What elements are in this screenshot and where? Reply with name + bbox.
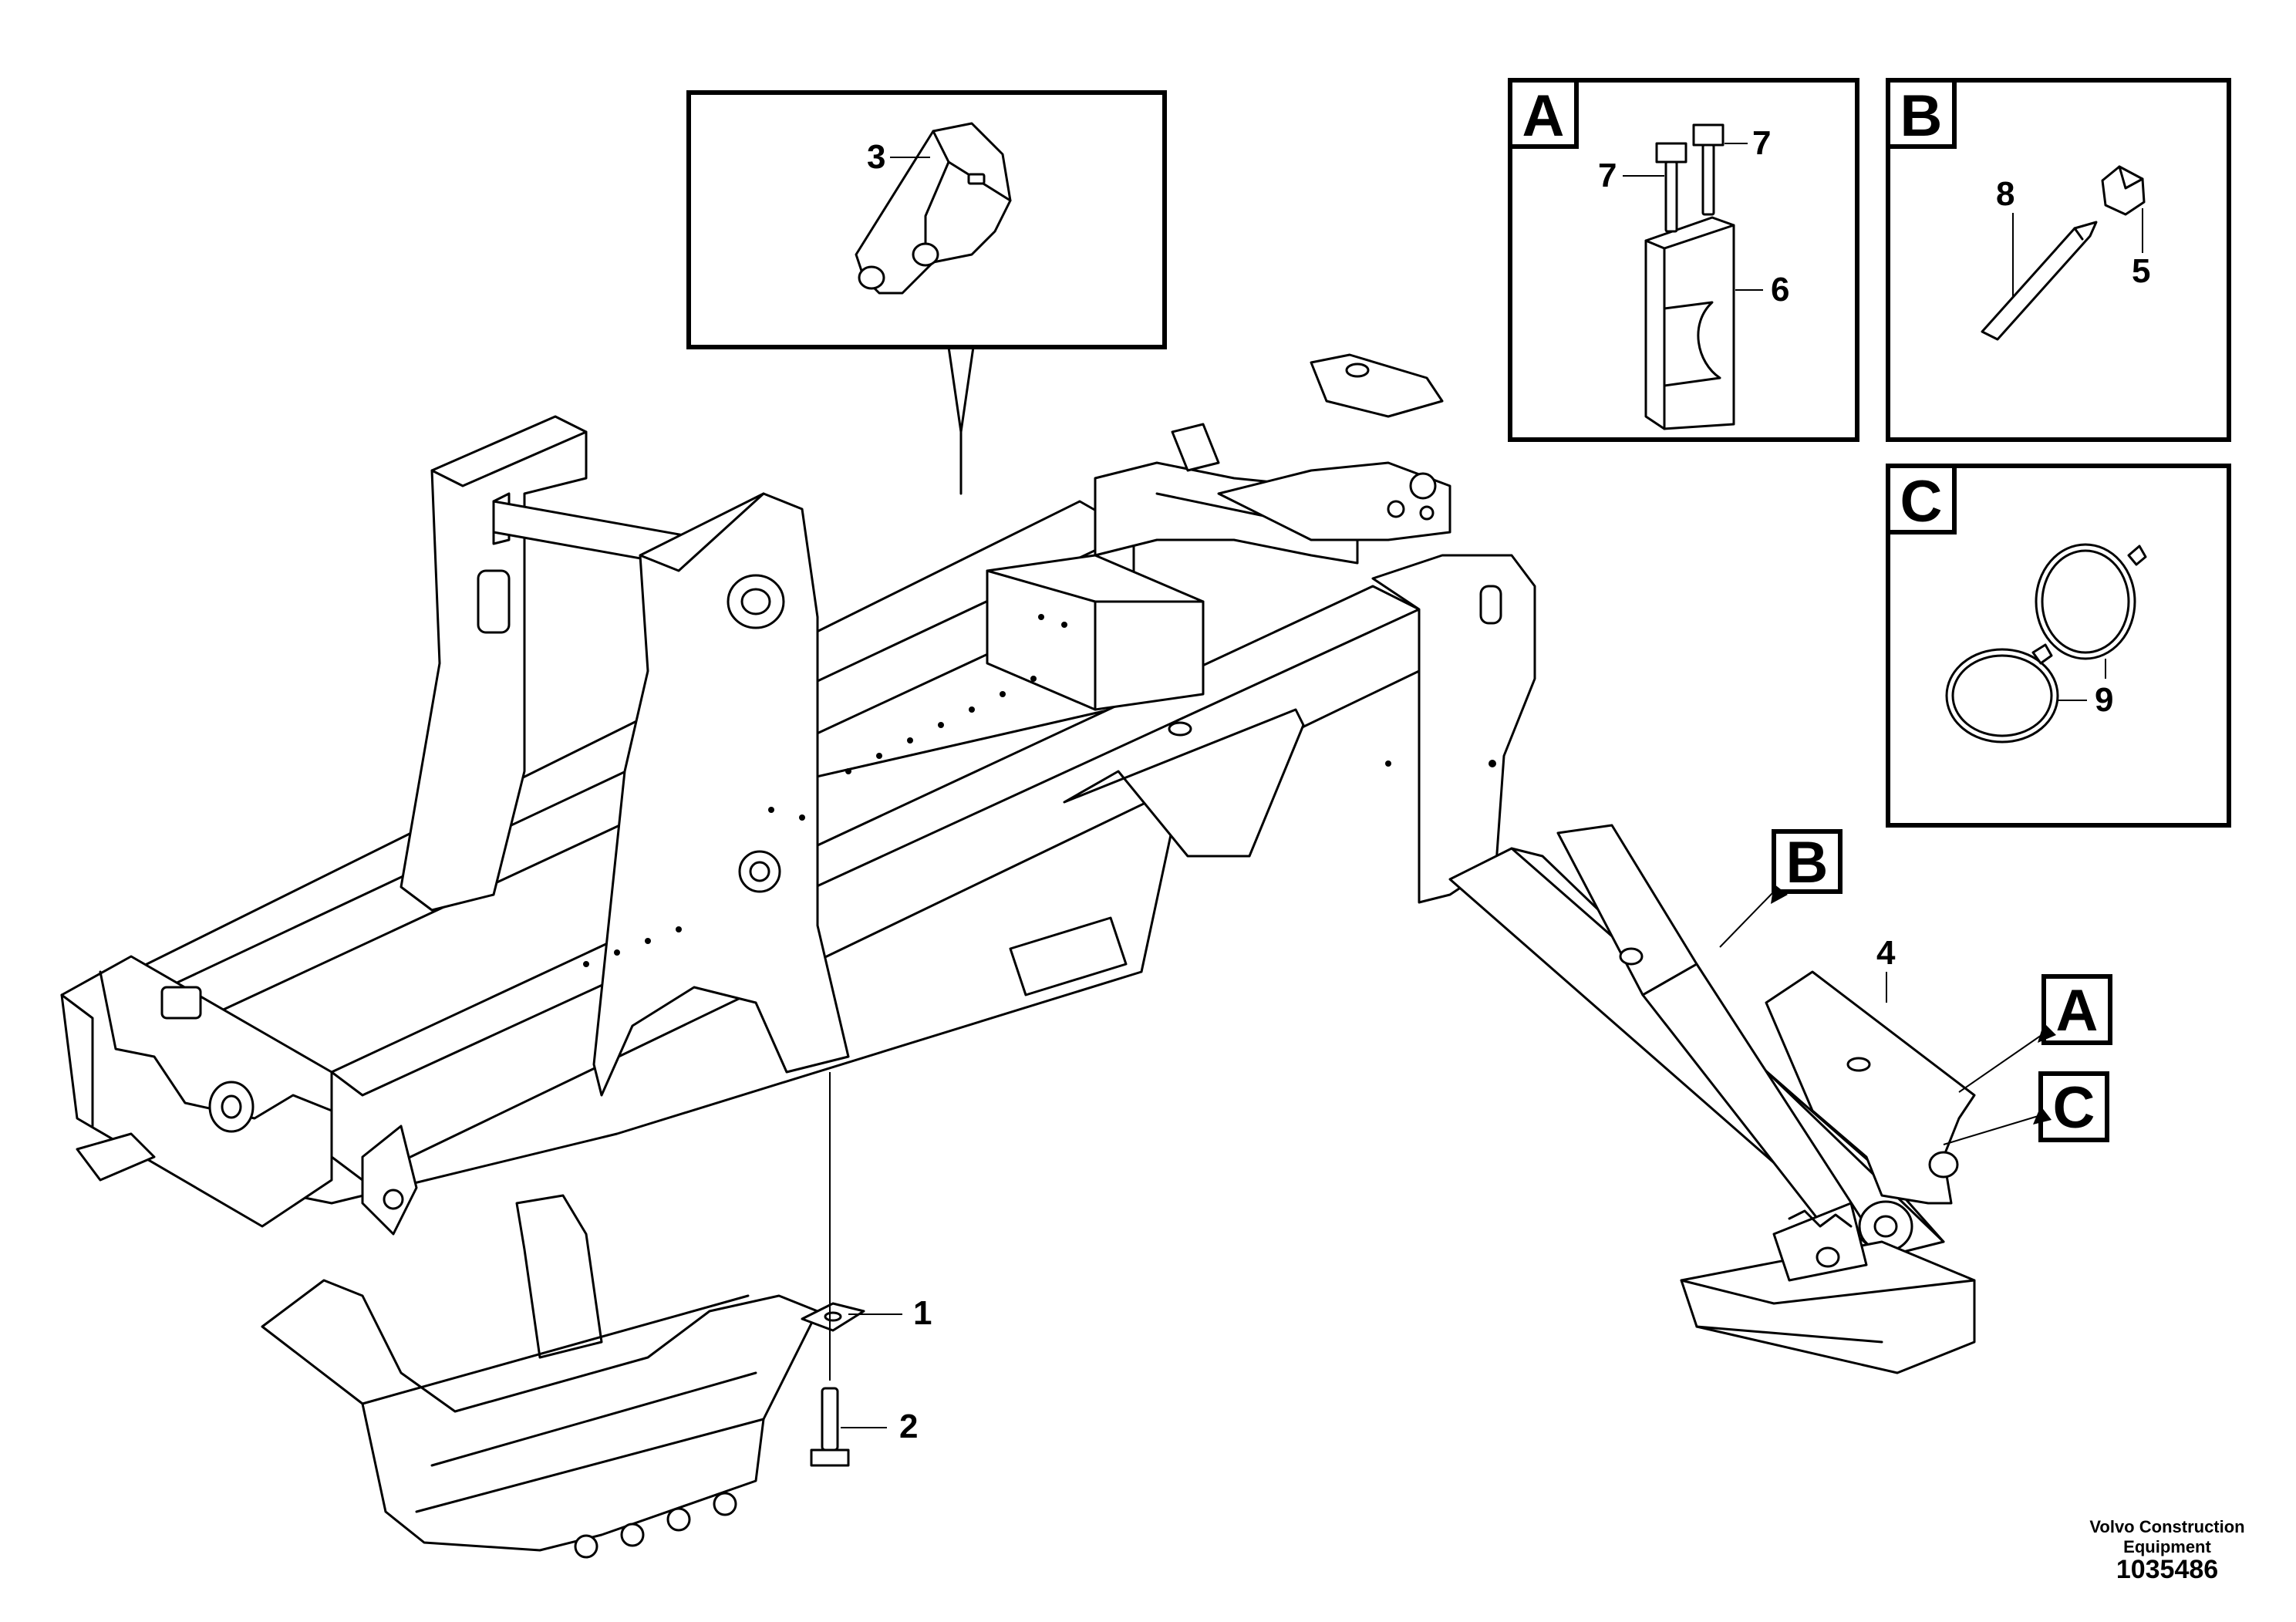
detail-box-part-3 xyxy=(686,90,1167,495)
part-9-retaining-rings xyxy=(1945,543,2147,744)
callout-3: 3 xyxy=(867,138,885,176)
callout-7-left: 7 xyxy=(1598,157,1617,194)
detail-box-b-letter: B xyxy=(1900,83,1943,149)
part-8-wear-strip xyxy=(1981,221,2098,341)
svg-text:A: A xyxy=(2056,978,2099,1044)
callout-9: 9 xyxy=(2095,681,2113,719)
detail-box-c-letter: C xyxy=(1900,469,1943,534)
svg-text:C: C xyxy=(2053,1075,2095,1141)
callout-4: 4 xyxy=(1876,934,1896,972)
part-6-spacer-block xyxy=(1644,216,1735,430)
callout-8: 8 xyxy=(1996,175,2014,213)
view-marker-a: A xyxy=(1958,974,2112,1093)
detail-box-a-letter: A xyxy=(1522,83,1565,149)
detail-box-b: B xyxy=(1886,78,2231,442)
publisher-line-2: Equipment xyxy=(2123,1537,2211,1556)
part-5-clip xyxy=(2101,165,2146,216)
detail-box-c: C xyxy=(1886,464,2231,828)
callout-2: 2 xyxy=(899,1408,918,1445)
front-frame-assembly xyxy=(60,415,1536,1236)
callout-7-right: 7 xyxy=(1752,124,1771,162)
callout-1: 1 xyxy=(913,1294,932,1332)
pad-plate xyxy=(1310,353,1444,418)
bottom-guard xyxy=(261,1194,819,1559)
lift-arm-assembly xyxy=(1448,824,1976,1374)
svg-text:B: B xyxy=(1786,830,1829,895)
callouts: 1 2 3 4 5 6 7 7 8 9 xyxy=(841,124,2150,1445)
detail-box-a: A xyxy=(1508,78,1859,442)
part-4-rail xyxy=(1765,970,1976,1205)
view-marker-c: C xyxy=(1943,1071,2109,1145)
publisher-name: Volvo Construction Equipment xyxy=(2067,1517,2267,1557)
part-7-bolts xyxy=(1655,123,1725,233)
part-2-bolt xyxy=(810,1387,850,1467)
callout-5: 5 xyxy=(2132,252,2150,290)
view-marker-b: B xyxy=(1719,829,1843,948)
drawing-number: 1035486 xyxy=(2116,1555,2219,1584)
beam-rivets xyxy=(583,676,1037,967)
publisher-line-1: Volvo Construction xyxy=(2089,1517,2245,1536)
callout-6: 6 xyxy=(1771,271,1789,309)
part-3-bracket xyxy=(855,122,1012,295)
